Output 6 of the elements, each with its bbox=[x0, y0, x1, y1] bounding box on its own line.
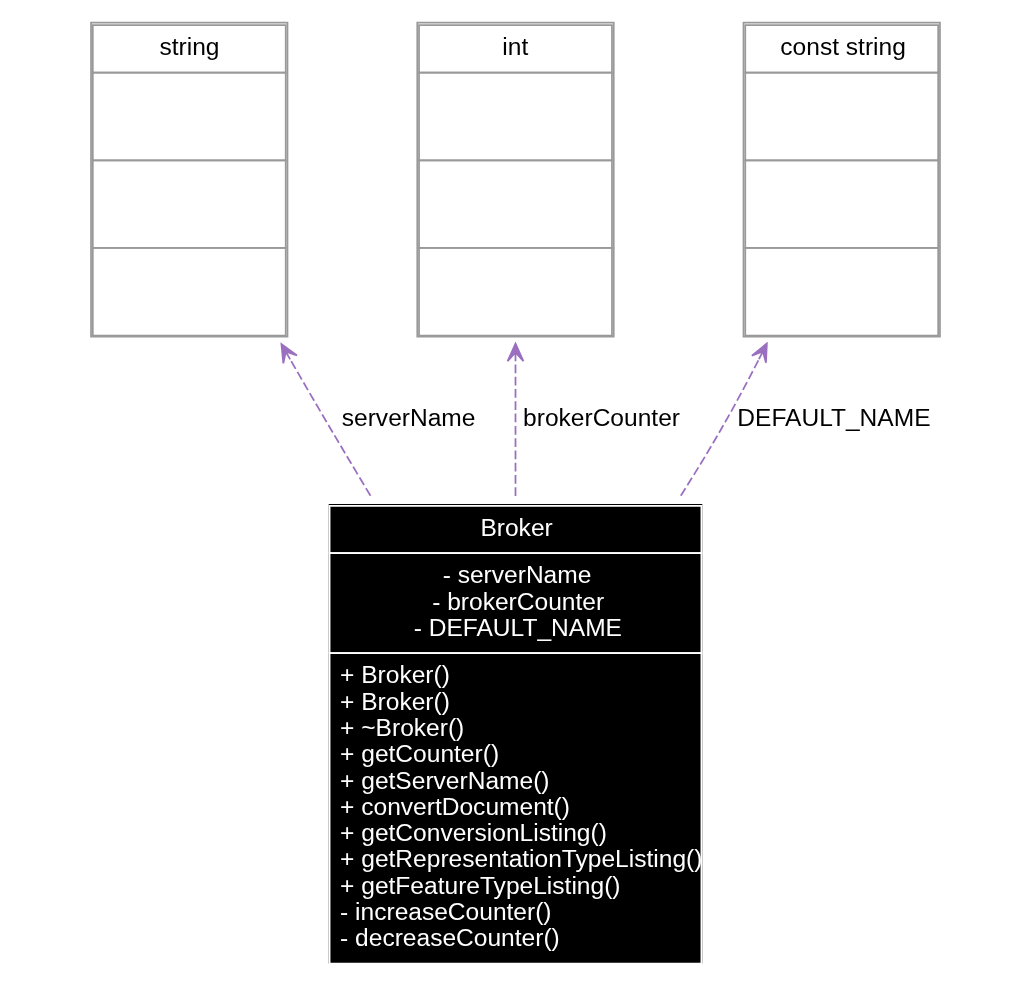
edge-label: brokerCounter bbox=[523, 404, 680, 432]
arrow bbox=[679, 342, 768, 497]
arrow bbox=[280, 343, 372, 497]
edge-label: serverName bbox=[341, 404, 476, 432]
edge-label: DEFAULT_NAME bbox=[737, 404, 931, 432]
arrow bbox=[506, 342, 525, 497]
